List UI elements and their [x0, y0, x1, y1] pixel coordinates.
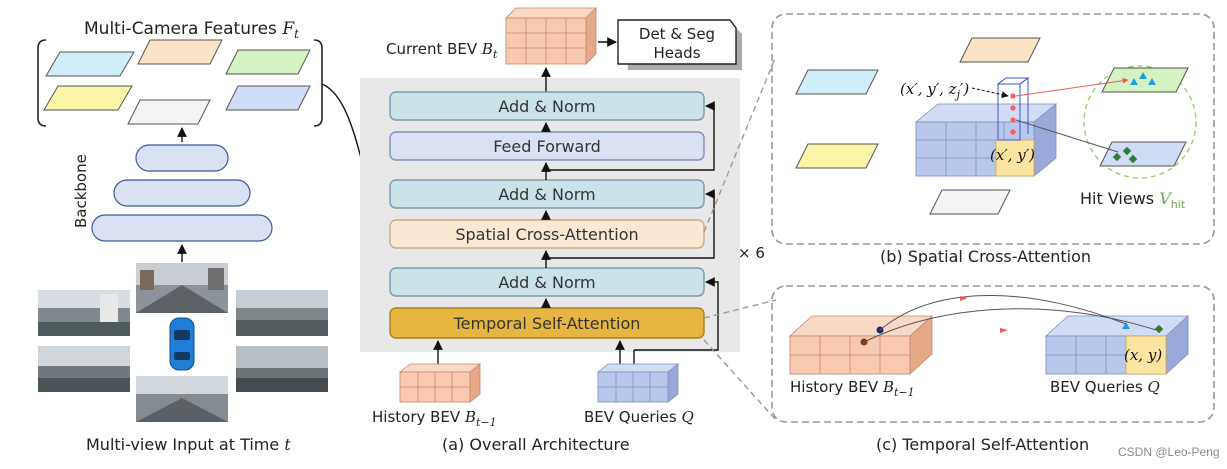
bev-queries-label: BEV Queries Q: [584, 408, 694, 426]
sca-view-map: [795, 143, 879, 169]
query-cell: [995, 139, 1035, 177]
backbone-layer: [135, 144, 229, 172]
temporal-attention-arc: [879, 295, 1127, 331]
point-label-pointer: [971, 87, 1009, 99]
tsa-caption: (c) Temporal Self-Attention: [876, 435, 1089, 454]
camera-image-back-right: [236, 346, 328, 392]
feed-forward-label: Feed Forward: [493, 137, 601, 156]
add-norm-label: Add & Norm: [498, 97, 595, 116]
temporal-attention-arc: [863, 308, 1157, 343]
arc-arrowhead: [960, 296, 968, 301]
feed-forward-block: [389, 131, 705, 161]
feature-map: [137, 39, 223, 65]
camera-image-back: [136, 376, 228, 422]
sampling-point-marker: [1139, 72, 1147, 79]
features-title: Multi-Camera Features Ft: [84, 19, 299, 41]
add-norm-label: Add & Norm: [498, 185, 595, 204]
feature-map: [45, 51, 135, 77]
heads-line-2: Heads: [653, 44, 700, 62]
history-bev-cube: [398, 363, 482, 403]
xy-label: (x, y): [1124, 346, 1162, 364]
sampling-point-marker: [1154, 324, 1164, 334]
add-norm-block-bottom: [389, 267, 705, 297]
sampling-point-marker: [1148, 78, 1156, 85]
backbone-layer: [91, 214, 273, 242]
tsa-history-bev-label: History BEV Bt−1: [790, 378, 915, 399]
current-bev-cube: [505, 7, 597, 65]
sca-view-map: [795, 69, 879, 95]
multi-view-input-group: Multi-view Input at Time t: [38, 263, 328, 454]
sca-bev-grid: [914, 77, 1058, 177]
hit-view-map: [1101, 67, 1189, 93]
camera-image-front-left: [38, 290, 130, 336]
residual-tsa: [634, 277, 719, 351]
watermark: CSDN @Leo-Peng: [1118, 445, 1220, 459]
sampling-point-marker: [1122, 322, 1130, 329]
add-norm-label: Add & Norm: [498, 273, 595, 292]
hit-views-label: Hit Views Vhit: [1080, 189, 1186, 211]
point-coordinate-label: (x′, y′, zj′): [900, 80, 969, 101]
add-norm-block-middle: [389, 179, 705, 209]
arc-arrowhead: [1000, 328, 1008, 333]
tsa-bev-queries-grid: [1044, 315, 1190, 375]
projection-arrow: [1015, 77, 1129, 97]
sca-caption: (b) Spatial Cross-Attention: [880, 247, 1091, 266]
residual-ff: [546, 101, 715, 171]
repeat-label: × 6: [738, 244, 765, 262]
backbone-label: Backbone: [72, 154, 90, 228]
input-caption: Multi-view Input at Time t: [86, 435, 291, 454]
xy-prime-label: (x′, y′): [990, 146, 1035, 164]
tsa-history-bev-grid: [788, 315, 934, 375]
heads-line-1: Det & Seg: [639, 25, 715, 43]
feature-map: [225, 49, 311, 75]
connector-sca-to-panel: [703, 55, 777, 233]
temporal-self-attention-block: [389, 307, 705, 339]
camera-image-front-right: [236, 290, 328, 336]
feature-map: [225, 85, 311, 111]
multi-camera-features-group: Multi-Camera Features Ft: [37, 19, 323, 127]
tsa-bev-queries-label: BEV Queries Q: [1050, 378, 1160, 396]
camera-image-back-left: [38, 346, 130, 392]
camera-image-front: [136, 263, 228, 313]
backbone-layer: [113, 179, 251, 207]
hit-view-map: [1099, 141, 1187, 167]
car-icon: [169, 317, 195, 371]
feature-map: [43, 85, 133, 111]
connector-tsa-to-panel-top: [703, 299, 777, 319]
backbone-group: Backbone: [72, 144, 273, 242]
det-seg-heads-box: Det & Seg Heads: [617, 19, 742, 70]
features-bracket-right: [313, 39, 323, 127]
residual-sca: [546, 189, 715, 259]
current-bev-label: Current BEV Bt: [386, 40, 498, 61]
spatial-cross-attention-block: [389, 219, 705, 249]
features-bracket-left: [37, 39, 47, 127]
tsa-label: Temporal Self-Attention: [453, 314, 641, 333]
sca-view-map: [929, 189, 1011, 215]
overall-architecture-caption: (a) Overall Architecture: [442, 435, 630, 454]
feature-map: [127, 99, 211, 125]
sca-label: Spatial Cross-Attention: [455, 225, 638, 244]
projection-arrow: [1015, 119, 1119, 153]
sca-view-map: [959, 37, 1041, 63]
sampling-point-marker: [1130, 78, 1138, 85]
add-norm-block-top: [389, 91, 705, 121]
connector-tsa-to-panel-bottom: [703, 339, 777, 421]
bev-queries-cube: [596, 363, 680, 403]
tsa-detail-panel: [771, 285, 1215, 423]
hit-views-circle: [1083, 65, 1197, 179]
history-bev-label: History BEV Bt−1: [372, 408, 497, 429]
